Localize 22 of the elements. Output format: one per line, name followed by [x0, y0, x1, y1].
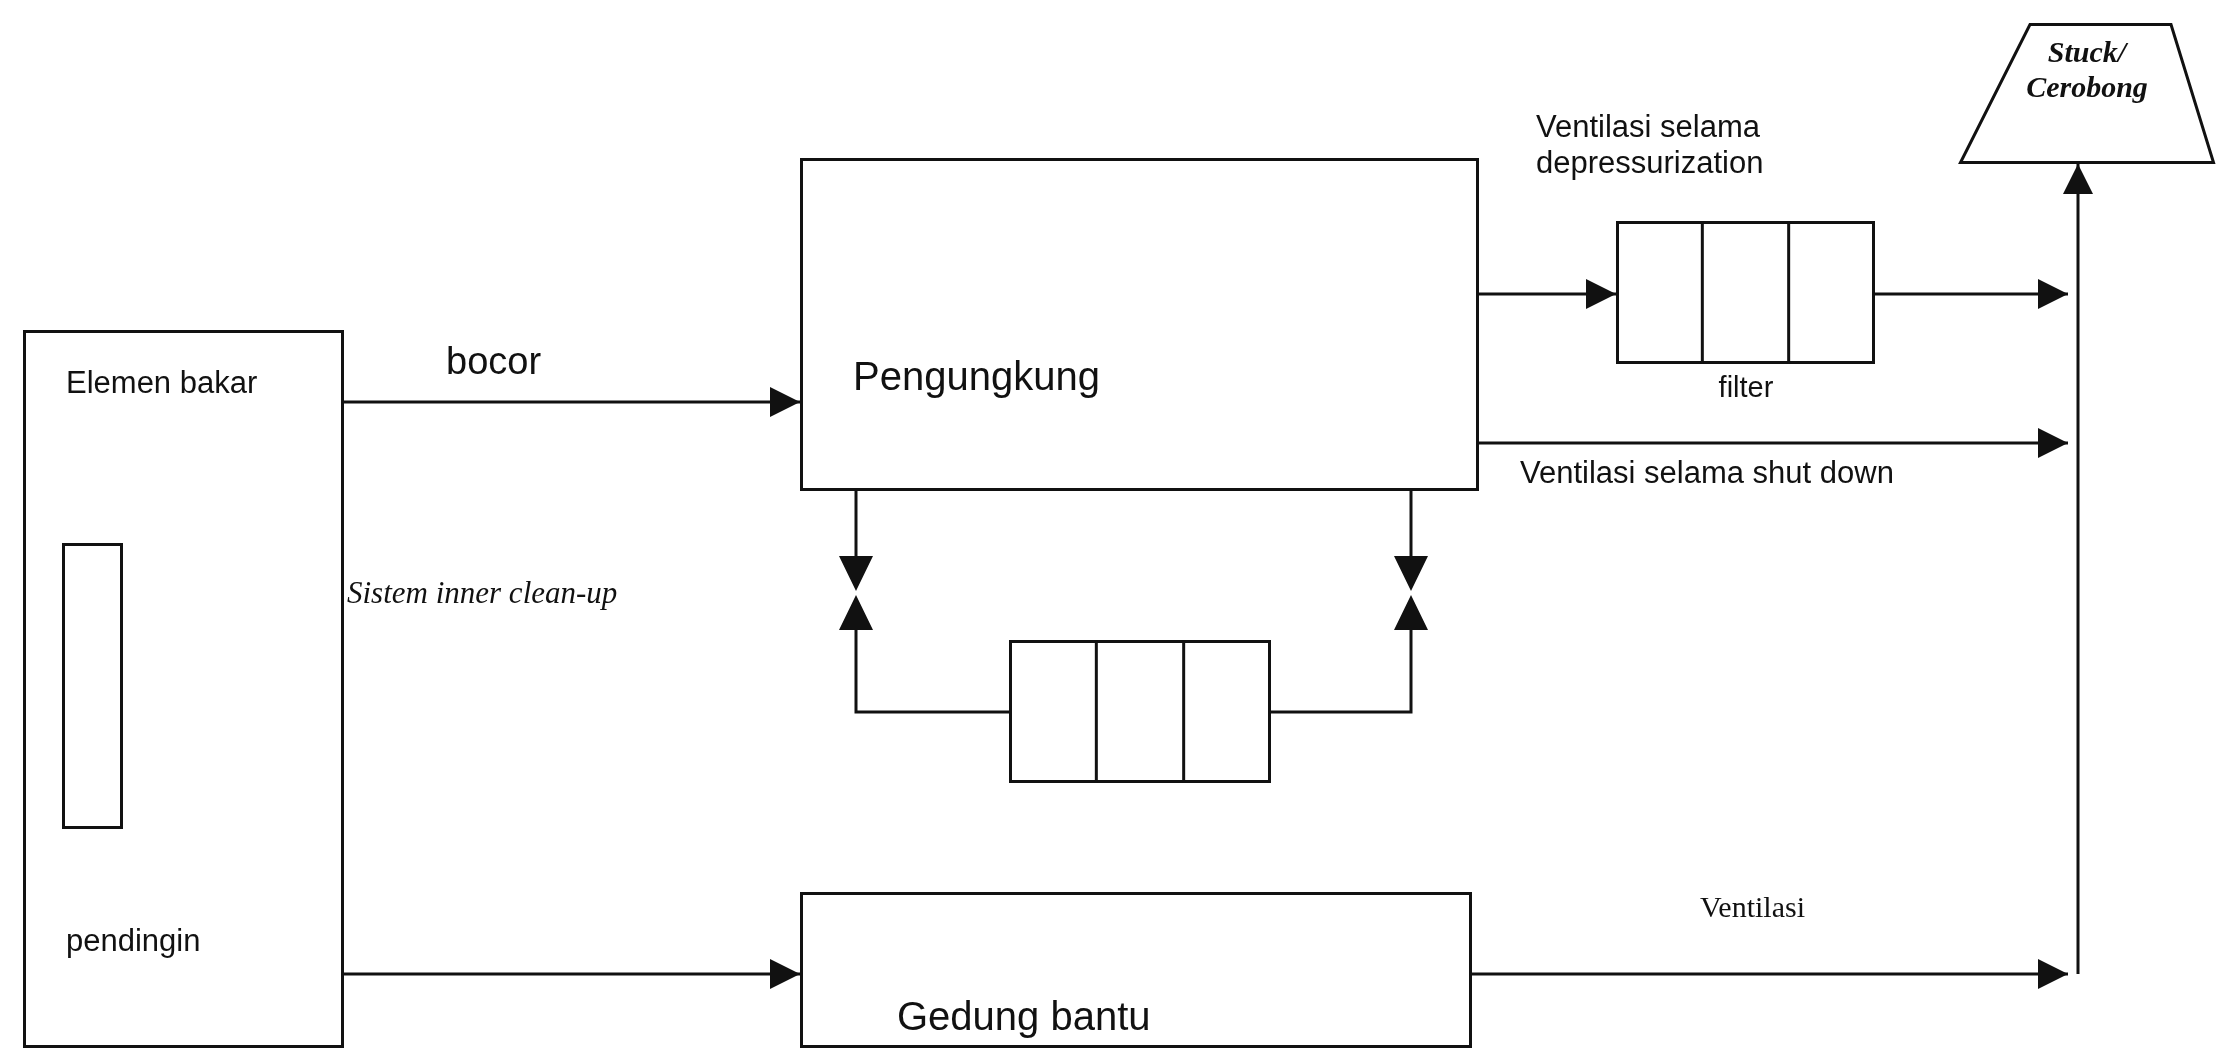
process-box [23, 330, 344, 1048]
arrow [1472, 959, 2068, 989]
arrow [344, 387, 800, 417]
node-label: pendingin [66, 923, 202, 959]
node-label: Elemen bakar [66, 365, 259, 401]
caption-text: filter [1717, 371, 1775, 405]
fuel-rod-box [62, 543, 123, 829]
arrow [1875, 279, 2068, 309]
valve-symbol [839, 556, 873, 630]
node-label: Gedung bantu [897, 993, 1152, 1039]
system-label: Sistem inner clean-up [347, 575, 618, 611]
caption-text: Ventilasi selama depressurization [1536, 109, 1765, 181]
stack-label: Stuck/ Cerobong [2025, 35, 2149, 104]
arrow [344, 959, 800, 989]
process-box [800, 158, 1479, 491]
arrow [2063, 164, 2093, 974]
arrow [1479, 428, 2068, 458]
filter-box [1009, 640, 1271, 783]
arrow [1479, 279, 1616, 309]
valve-symbol [1394, 556, 1428, 630]
node-label: Pengungkung [853, 353, 1101, 399]
process-box [800, 892, 1472, 1048]
